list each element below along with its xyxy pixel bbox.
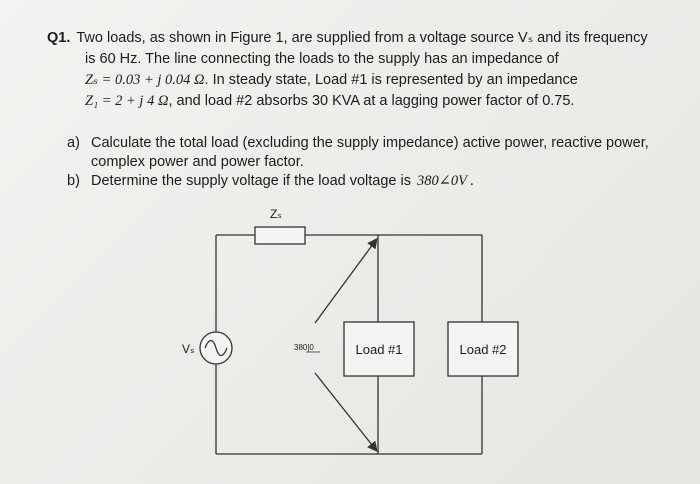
question-line-3-text: . In steady state, Load #1 is represente… <box>204 72 578 88</box>
part-a-label: a) <box>67 135 80 151</box>
question-line-1-text: Two loads, as shown in Figure 1, are sup… <box>76 30 648 46</box>
question-line-3: Zₛ = 0.03 + j 0.04 Ω. In steady state, L… <box>47 70 667 91</box>
voltage-arrow-top <box>314 237 378 324</box>
source-voltage-label: Vₛ <box>182 342 194 356</box>
part-a-text: Calculate the total load (excluding the … <box>91 135 649 170</box>
part-a: a) Calculate the total load (excluding t… <box>67 134 667 172</box>
question-line-1: Q1. Two loads, as shown in Figure 1, are … <box>47 28 667 49</box>
part-b-text: Determine the supply voltage if the load… <box>91 173 411 189</box>
question-label: Q1. <box>47 30 71 46</box>
question-line-4: Z₁ = 2 + j 4 Ω, and load #2 absorbs 30 K… <box>47 91 667 112</box>
part-b: b) Determine the supply voltage if the l… <box>67 172 667 191</box>
voltage-arrow-bottom <box>314 372 378 453</box>
sine-wave-icon <box>204 339 228 357</box>
question-text: Q1. Two loads, as shown in Figure 1, are … <box>47 28 667 112</box>
part-b-text-wrap: Determine the supply voltage if the load… <box>91 172 667 191</box>
load1-label: Load #1 <box>356 342 403 357</box>
supply-impedance-expression: Zₛ = 0.03 + j 0.04 Ω <box>85 72 205 88</box>
question-line-2: is 60 Hz. The line connecting the loads … <box>85 51 559 67</box>
load2-label: Load #2 <box>460 342 507 357</box>
load-voltage-label: 380|0 <box>294 343 314 352</box>
part-b-label: b) <box>67 173 80 189</box>
question-line-4-text: , and load #2 absorbs 30 KVA at a laggin… <box>168 93 575 109</box>
supply-impedance-label: Zₛ <box>270 207 282 221</box>
supply-impedance-box <box>254 226 306 245</box>
load-voltage-value: 380∠0V . <box>417 173 474 189</box>
load2-box <box>447 321 519 377</box>
question-parts: a) Calculate the total load (excluding t… <box>67 134 667 191</box>
load1-impedance-expression: Z₁ = 2 + j 4 Ω <box>85 93 169 109</box>
load1-box <box>343 321 415 377</box>
